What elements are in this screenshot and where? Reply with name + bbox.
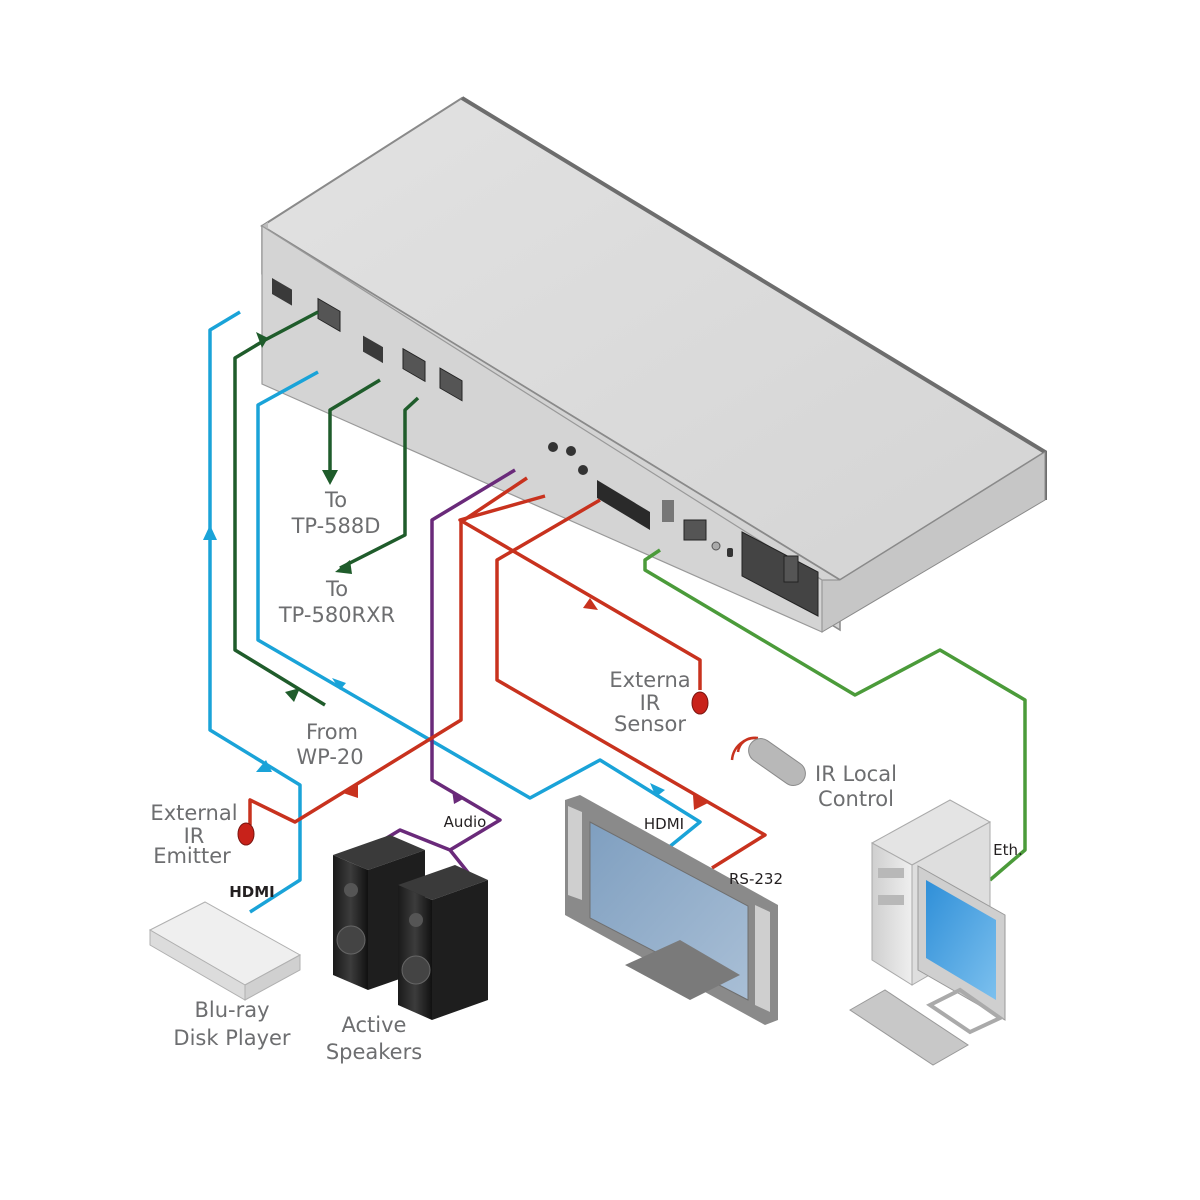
label-ext-ir-sensor-2: IR [640, 691, 661, 715]
main-device [260, 96, 1047, 633]
arrow-wp20 [285, 688, 300, 702]
label-to-tp580rxr-1: To [325, 577, 348, 601]
speaker-right [398, 865, 488, 1020]
pc-monitor-screen [926, 880, 996, 1000]
audio-out-jack[interactable] [548, 442, 558, 452]
arrow-to-tp588d [322, 470, 338, 485]
arrow-to-tp580rxr [335, 560, 352, 574]
label-ext-ir-emitter-2: IR [184, 824, 205, 848]
direction-arrows [203, 332, 708, 810]
hdbaset-cable-from-wp20 [233, 310, 326, 707]
ir-sensor-cable [458, 494, 702, 690]
pc-workstation [849, 799, 1006, 1066]
label-to-tp588d-2: TP-588D [291, 514, 381, 538]
device-side [821, 451, 1046, 633]
labels: To TP-588D To TP-580RXR From WP-20 Exter… [150, 488, 1022, 1064]
hdbaset-cable-to-tp588d [328, 378, 381, 480]
ethernet-cable [643, 548, 1027, 882]
hdbaset-cable-to-tp580rxr [339, 396, 420, 570]
pc-keyboard [849, 989, 969, 1066]
label-ir-local-1: IR Local [815, 762, 897, 786]
label-ext-ir-sensor-1: Externa [609, 668, 690, 692]
arrow-wp20-up [256, 332, 268, 348]
ir-emitter-bulb [237, 822, 255, 846]
label-speakers-1: Active [342, 1013, 407, 1037]
ethernet-port[interactable] [683, 519, 707, 541]
label-from-wp20-2: WP-20 [296, 745, 363, 769]
label-to-tp580rxr-2: TP-580RXR [278, 603, 395, 627]
arrow-hdmi-display-2 [650, 783, 665, 797]
terminal-block[interactable] [597, 480, 650, 530]
ir-emitter-cable [248, 476, 528, 825]
label-to-tp588d-1: To [324, 488, 347, 512]
label-rs232: RS-232 [729, 870, 783, 888]
label-hdmi-display: HDMI [644, 815, 684, 833]
hdbaset-output-2-port[interactable] [439, 367, 463, 402]
label-audio: Audio [444, 813, 487, 831]
label-bluray-1: Blu-ray [194, 998, 269, 1022]
arrow-hdmi-display [332, 678, 346, 690]
arrow-hdmi-bluray-up-2 [256, 760, 272, 772]
ir-remote-icon [730, 736, 806, 786]
label-bluray-2: Disk Player [173, 1026, 290, 1050]
label-ext-ir-emitter-1: External [150, 801, 237, 825]
label-ext-ir-sensor-3: Sensor [614, 712, 686, 736]
arrow-ir-sensor [583, 598, 598, 610]
usb-port[interactable] [727, 548, 733, 557]
arrow-hdmi-bluray-up [203, 525, 217, 540]
ir-jack[interactable] [566, 446, 576, 456]
hdmi-input-2-port[interactable] [363, 335, 383, 364]
hdmi-input-1-port[interactable] [272, 278, 292, 306]
hdbaset-input-port[interactable] [317, 297, 341, 333]
arrow-audio [452, 790, 465, 804]
display [565, 795, 778, 1025]
active-speakers [333, 835, 488, 1020]
bluray-player [148, 901, 302, 1001]
rs232-cable [495, 498, 767, 870]
arrow-rs232 [693, 795, 708, 810]
label-eth: Eth. [993, 841, 1023, 859]
reset-button[interactable] [711, 541, 721, 551]
label-from-wp20-1: From [306, 720, 358, 744]
power-switch[interactable] [783, 555, 799, 583]
ir-sensor-bulb [691, 691, 709, 715]
dip-switch[interactable] [662, 500, 674, 522]
hdmi-cable-bluray [208, 310, 302, 914]
hdmi-cable-display [256, 370, 702, 850]
label-speakers-2: Speakers [326, 1040, 422, 1064]
label-ext-ir-emitter-3: Emitter [153, 844, 231, 868]
hdbaset-output-1-port[interactable] [402, 347, 426, 383]
arrow-ir-emitter [343, 782, 358, 798]
label-ir-local-2: Control [818, 787, 894, 811]
label-hdmi-bluray: HDMI [229, 883, 275, 901]
ir-jack-2[interactable] [578, 465, 588, 475]
